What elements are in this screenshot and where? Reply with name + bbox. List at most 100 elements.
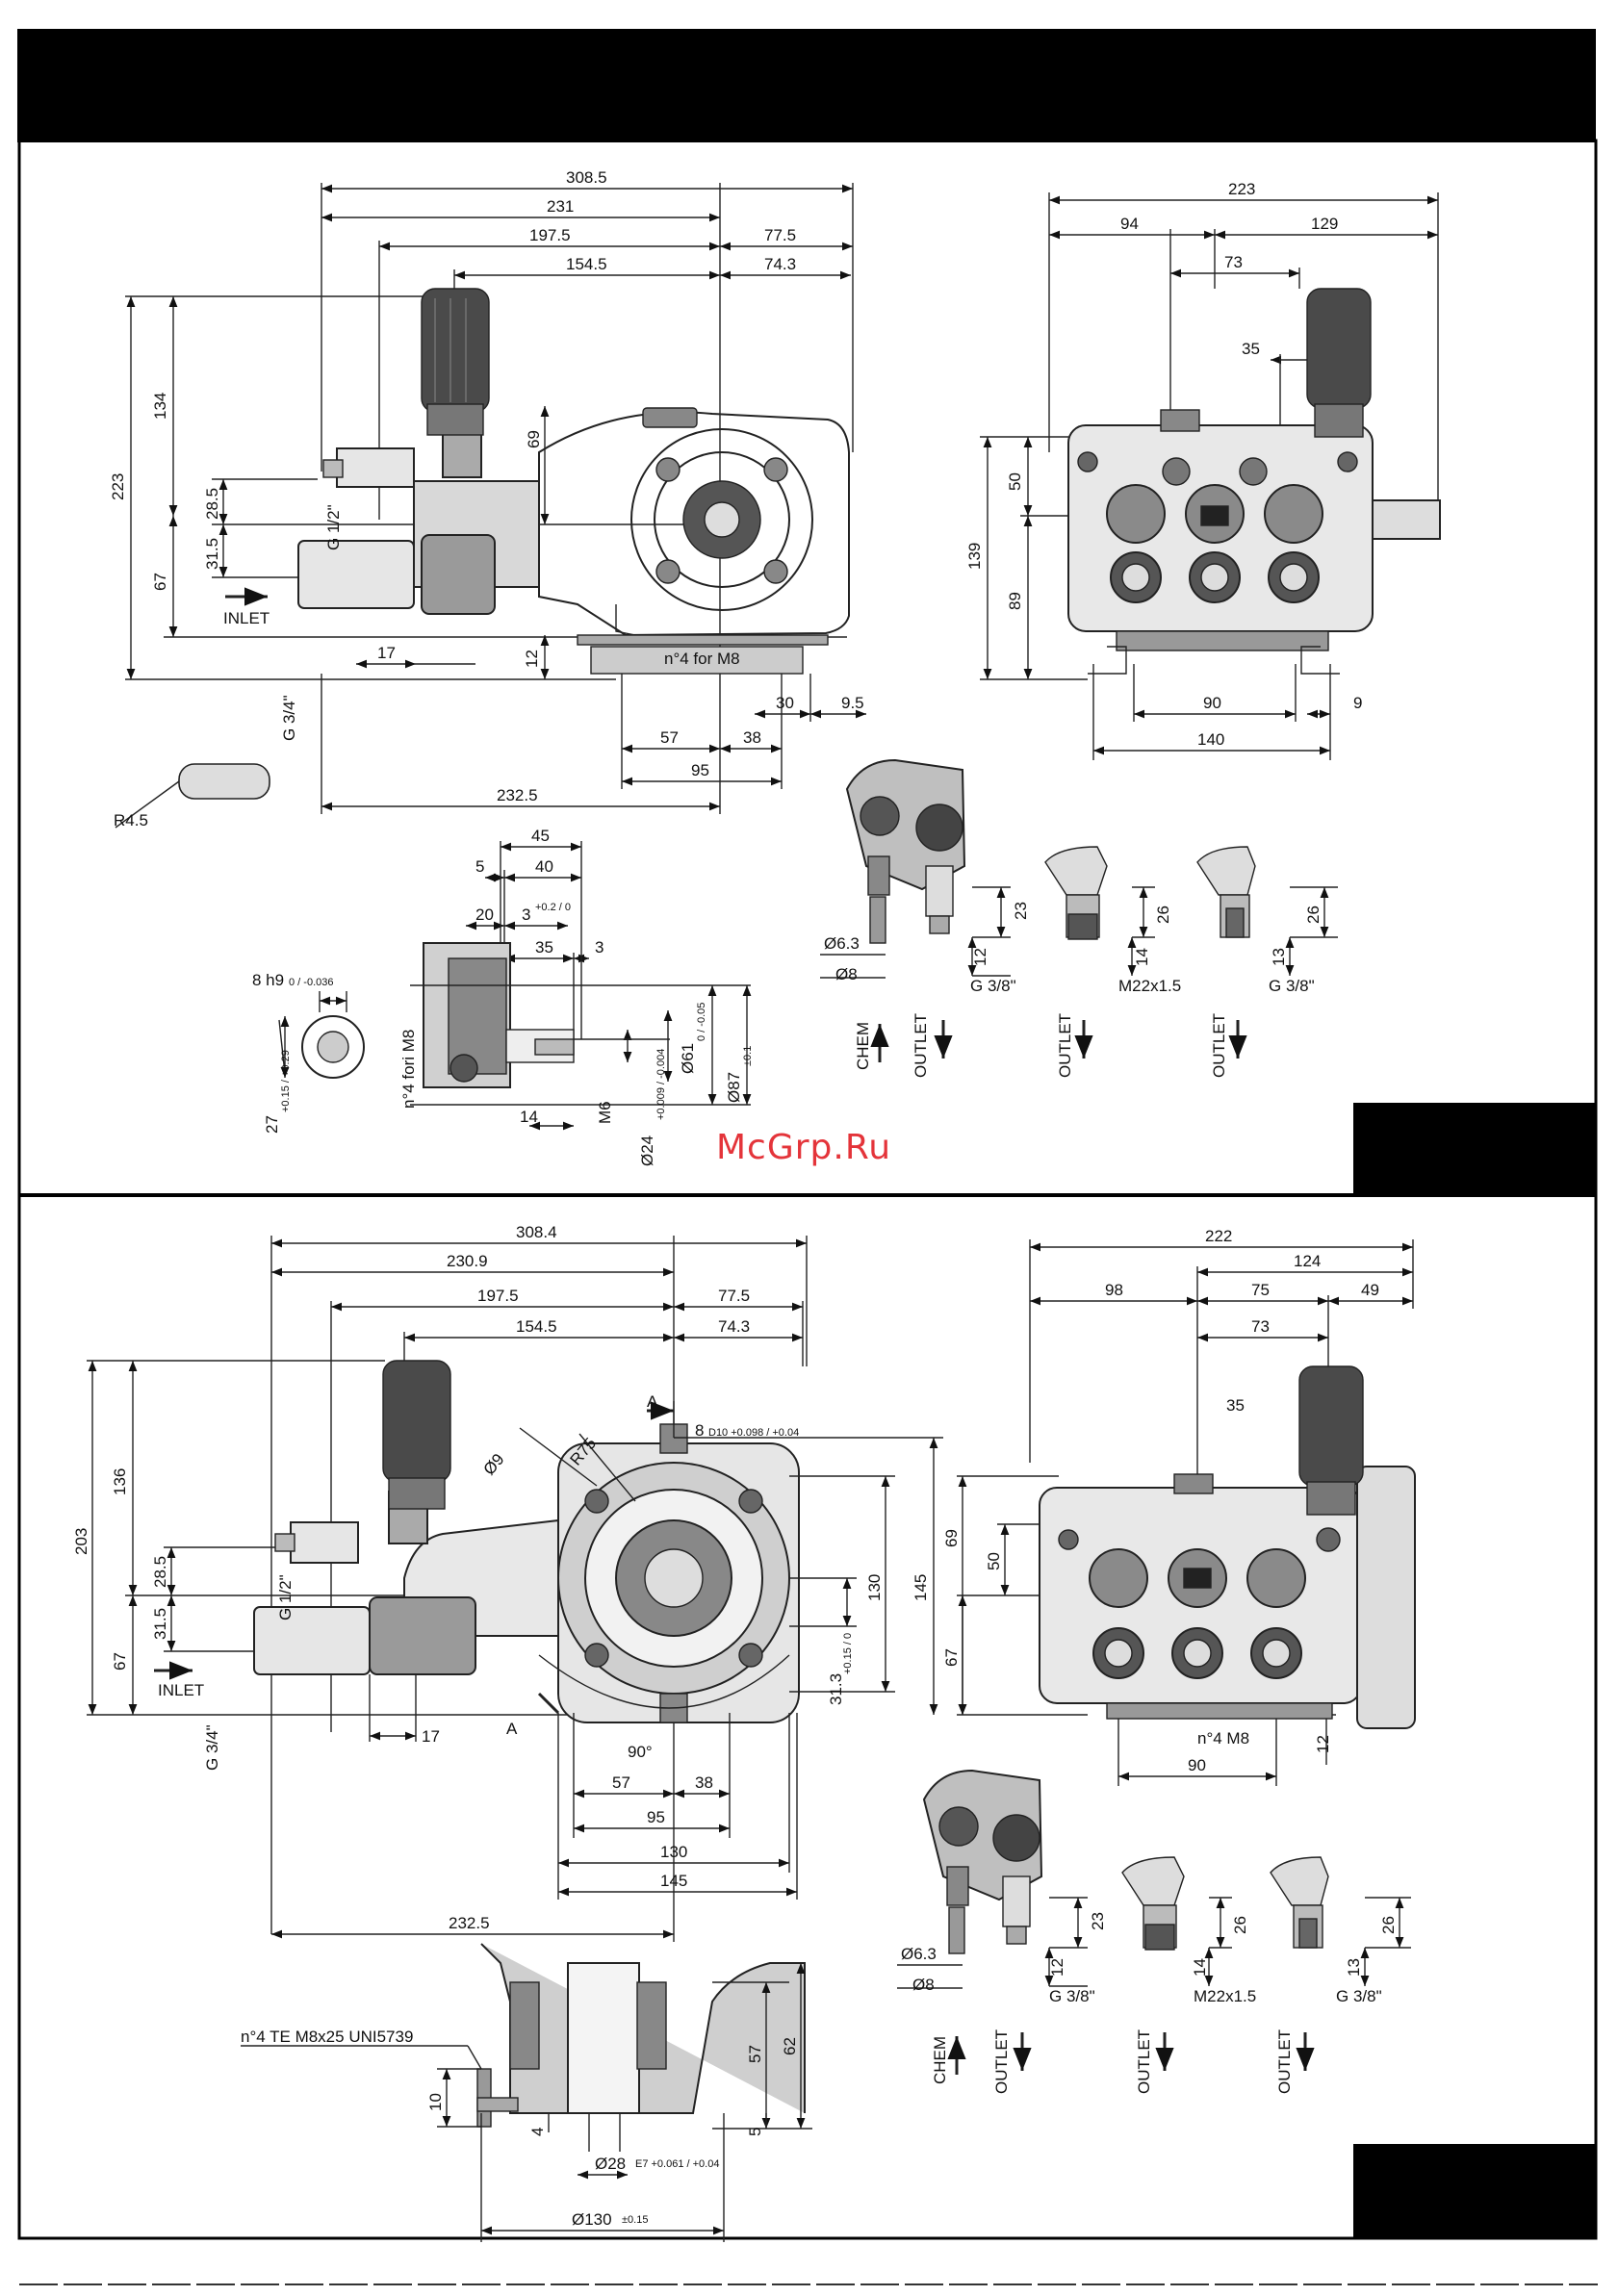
dim-botf-222: 222: [1205, 1227, 1232, 1245]
dim-shaft-27: 27: [263, 1115, 281, 1134]
dim-bot-8: 8: [695, 1421, 704, 1440]
dim-topf-139: 139: [965, 543, 984, 570]
label-bot-inlet: INLET: [158, 1681, 204, 1699]
dim-shaft-5: 5: [475, 857, 484, 876]
dim-shaft-45: 45: [531, 827, 550, 845]
dim-top-232: 232.5: [497, 786, 538, 804]
dim-bot-31: 31.5: [151, 1608, 169, 1640]
dim-topf-89: 89: [1006, 592, 1024, 610]
label-top-r45: R4.5: [114, 811, 148, 829]
dim-bot-145: 145: [660, 1872, 687, 1890]
dim-top-31: 31.5: [203, 538, 221, 570]
label-topo-g38a: G 3/8": [970, 977, 1016, 995]
dim-top-308: 308.5: [566, 168, 607, 187]
tol-flange-130: ±0.15: [622, 2214, 648, 2226]
tol-shaft-3a: +0.2 / 0: [535, 902, 571, 913]
dim-topo-23: 23: [1012, 902, 1030, 920]
dim-topf-94: 94: [1120, 215, 1139, 233]
dim-top-38: 38: [743, 728, 761, 747]
dim-top-30: 30: [776, 694, 794, 712]
dim-bot-57: 57: [612, 1773, 630, 1792]
tol-flange-28: E7 +0.061 / +0.04: [635, 2158, 719, 2170]
dim-bot-130v: 130: [865, 1574, 884, 1601]
bottom-front-view: [957, 1239, 1416, 1786]
dim-botf-12: 12: [1314, 1735, 1332, 1753]
top-shaft-dims: 45 5 40 20 3 +0.2 / 0 35 3 8 h9 0 / -0.0…: [252, 827, 754, 1166]
dim-boto-23: 23: [1089, 1912, 1107, 1930]
dim-bot-28: 28.5: [151, 1556, 169, 1588]
tol-shaft-27: +0.15 / +0.29: [280, 1050, 292, 1112]
dim-bot-230: 230.9: [447, 1252, 488, 1270]
label-top-g34: G 3/4": [280, 695, 298, 741]
tol-bot-31-3: +0.15 / 0: [842, 1633, 854, 1674]
dim-bot-77: 77.5: [718, 1287, 750, 1305]
watermark: McGrp.Ru: [716, 1128, 891, 1167]
label-topo-out3: OUTLET: [1210, 1013, 1228, 1078]
dim-topo-13: 13: [1270, 948, 1288, 966]
dim-top-154: 154.5: [566, 255, 607, 273]
label-bot-g34: G 3/4": [203, 1724, 221, 1771]
dim-flange-10: 10: [426, 2093, 445, 2111]
dim-shaft-61: Ø61: [679, 1043, 697, 1074]
dim-boto-13: 13: [1345, 1958, 1363, 1977]
dim-flange-62: 62: [781, 2037, 799, 2055]
label-boto-g38a: G 3/8": [1049, 1987, 1095, 2005]
dim-bot-130: 130: [660, 1843, 687, 1861]
dim-shaft-87: Ø87: [725, 1072, 743, 1103]
label-bot-a2: A: [506, 1720, 518, 1738]
label-boto-m22: M22x1.5: [1194, 1987, 1256, 2005]
dim-topf-223: 223: [1228, 180, 1255, 198]
top-outlet-details: [820, 758, 1338, 1062]
bottom-side-dims: 308.4 230.9 197.5 77.5 154.5 74.3 203 13…: [72, 1223, 930, 1932]
label-topo-g38b: G 3/8": [1269, 977, 1315, 995]
dim-bot-154: 154.5: [516, 1317, 557, 1336]
dim-shaft-h9: 8 h9: [252, 971, 284, 989]
top-outlet-dims: Ø6.3 Ø8 23 12 G 3/8" 26 14 M22x1.5 26 13…: [824, 902, 1323, 1078]
dim-top-69: 69: [525, 430, 543, 448]
dim-top-12: 12: [523, 650, 541, 668]
top-side-dims: 308.5 231 197.5 77.5 154.5 74.3 134 223 …: [109, 168, 864, 829]
bottom-front-dims: 222 124 98 75 49 73 35 69 50 67 n°4 M8 1…: [942, 1227, 1379, 1774]
dim-topo-12: 12: [971, 948, 989, 966]
corner-block-bottom: [1353, 2144, 1596, 2238]
dim-botf-35: 35: [1226, 1396, 1245, 1415]
dim-top-57: 57: [660, 728, 679, 747]
label-flange-screws: n°4 TE M8x25 UNI5739: [241, 2028, 413, 2046]
top-shaft-detail: [278, 841, 752, 1131]
bottom-flange-section: [241, 1943, 812, 2242]
tol-shaft-87: ±0.1: [742, 1046, 754, 1066]
dim-shaft-20: 20: [475, 906, 494, 924]
dim-topf-35: 35: [1242, 340, 1260, 358]
label-bot-g12: G 1/2": [276, 1574, 295, 1620]
bottom-side-view: [87, 1236, 943, 1942]
dim-bot-67: 67: [111, 1652, 129, 1671]
dim-top-28: 28.5: [203, 488, 221, 520]
dim-top-134: 134: [151, 393, 169, 420]
label-bot-a1: A: [647, 1392, 658, 1411]
dim-topo-26a: 26: [1154, 906, 1172, 924]
label-boto-out2: OUTLET: [1135, 2029, 1153, 2094]
dim-bot-136: 136: [111, 1468, 129, 1495]
dim-shaft-m6: M6: [596, 1101, 614, 1124]
dim-bot-74: 74.3: [718, 1317, 750, 1336]
dim-botf-69: 69: [942, 1529, 961, 1547]
dim-boto-26b: 26: [1379, 1916, 1398, 1934]
dim-shaft-3a: 3: [522, 906, 530, 924]
label-topo-out2: OUTLET: [1056, 1013, 1074, 1078]
dim-bot-232: 232.5: [449, 1914, 490, 1932]
dim-topo-26b: 26: [1304, 906, 1323, 924]
dim-bot-17: 17: [422, 1727, 440, 1746]
dim-top-74: 74.3: [764, 255, 796, 273]
dim-botf-124: 124: [1294, 1252, 1321, 1270]
dim-top-67: 67: [151, 573, 169, 591]
dim-flange-5: 5: [746, 2128, 764, 2136]
bottom-flange-dims: n°4 TE M8x25 UNI5739 57 62 10 4 5 Ø28 E7…: [241, 2028, 799, 2229]
dim-top-17: 17: [377, 644, 396, 662]
bottom-outlet-details: [897, 1769, 1411, 2075]
dim-botf-73: 73: [1251, 1317, 1270, 1336]
dim-shaft-24: Ø24: [638, 1135, 656, 1166]
top-front-view: [980, 192, 1441, 760]
tol-shaft-h9: 0 / -0.036: [289, 977, 333, 988]
dim-topf-129: 129: [1311, 215, 1338, 233]
